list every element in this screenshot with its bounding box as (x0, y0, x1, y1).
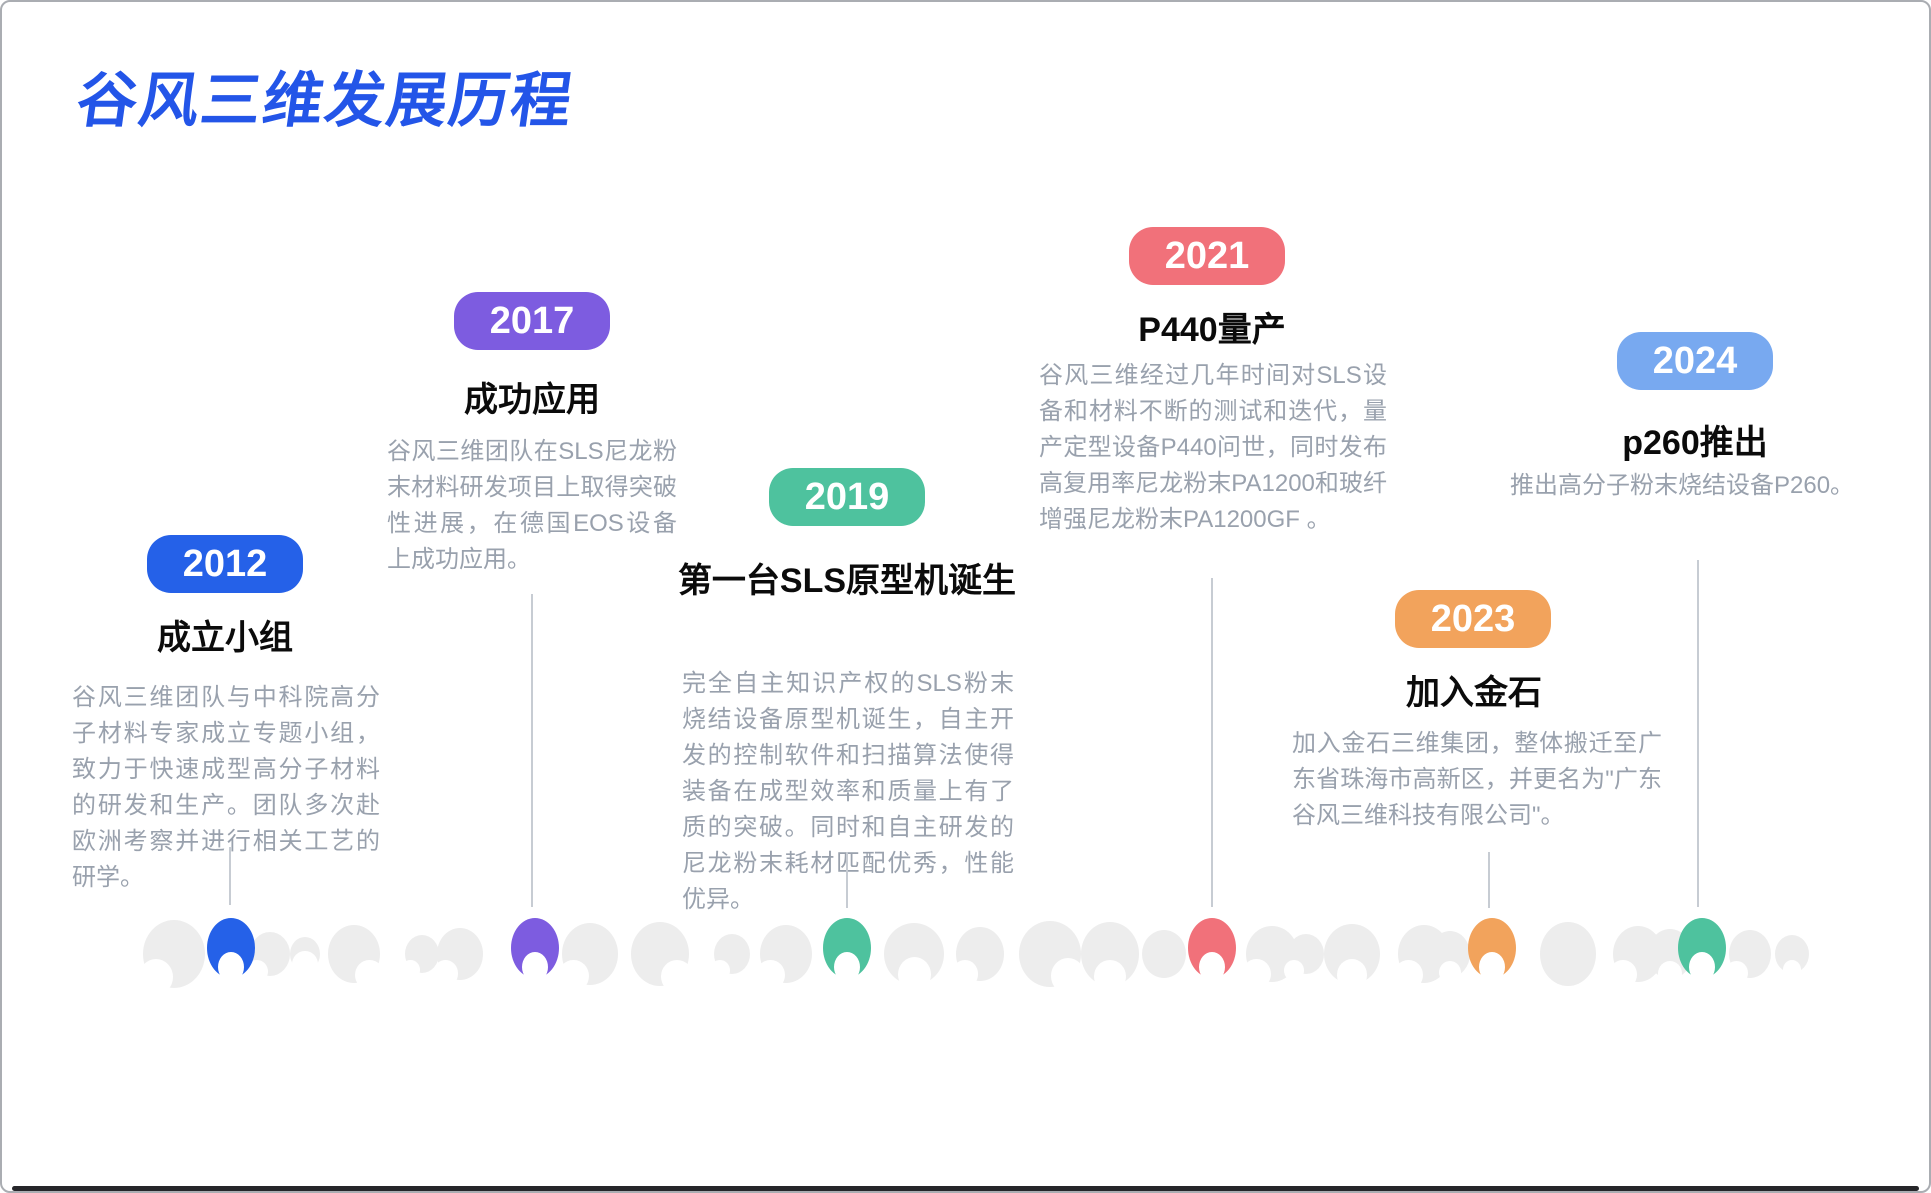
dot-hole (218, 952, 244, 982)
decor-blob (1430, 931, 1470, 984)
decor-blob (328, 925, 384, 990)
decor-blob (710, 934, 750, 981)
decor-blob-cutout (292, 951, 318, 978)
decor-blob-cutout (1336, 958, 1368, 991)
decor-blob (1081, 922, 1139, 993)
year-badge-2024: 2024 (1617, 332, 1773, 390)
year-badge-2019: 2019 (769, 468, 925, 526)
connector-line-2019 (846, 852, 848, 908)
window-bottom-edge (12, 1186, 1919, 1191)
decor-blob (756, 925, 812, 990)
decor-blob-cutout (1094, 959, 1126, 993)
year-badge-2012: 2012 (147, 535, 303, 593)
timeline-dot-2021 (1188, 918, 1236, 982)
milestone-description-2021: 谷风三维经过几年时间对SLS设备和材料不断的测试和迭代，量产定型设备P440问世… (1039, 362, 1387, 533)
decor-blob (1775, 935, 1809, 980)
decor-blob (631, 922, 693, 993)
timeline-dot-2024 (1678, 918, 1726, 982)
milestone-description-2024: 推出高分子粉末烧结设备P260。 (1510, 472, 1855, 499)
milestone-title-2017: 成功应用 (464, 381, 600, 419)
milestone-title-2019: 第一台SLS原型机诞生 (677, 562, 1017, 600)
decor-blob-cutout (139, 959, 174, 995)
decor-blob (952, 927, 1004, 988)
milestone-description-2012: 谷风三维团队与中科院高分子材料专家成立专题小组，致力于快速成型高分子材料的研发和… (72, 684, 380, 891)
decor-blob (246, 932, 290, 983)
decor-blob-cutout (433, 960, 459, 987)
decor-blob-cutout (756, 959, 785, 990)
decor-blob-cutout (1242, 958, 1271, 989)
timeline-dot-2023 (1468, 918, 1516, 982)
decor-blob (433, 928, 483, 987)
decor-blob (558, 923, 618, 992)
decor-blob-cutout (1439, 960, 1461, 984)
decor-blob-cutout (558, 959, 589, 992)
dot-hole (1479, 952, 1505, 982)
decor-blob (884, 923, 944, 992)
timeline-dot-2012 (207, 918, 255, 982)
decor-blob-cutout (952, 960, 979, 988)
timeline-dot-2017 (511, 918, 559, 982)
decor-blob (1540, 922, 1596, 986)
decor-blob-cutout (1657, 960, 1683, 986)
year-badge-2021: 2021 (1129, 227, 1285, 285)
decor-blob-cutout (401, 960, 420, 980)
dot-hole (1199, 952, 1225, 982)
timeline-dot-2019 (823, 918, 871, 982)
decor-blob (1142, 930, 1186, 978)
decor-blob-cutout (710, 960, 730, 981)
decor-blob-cutout (661, 959, 693, 993)
decor-blob (1019, 921, 1085, 994)
decor-blob-cutout (355, 959, 384, 990)
connector-line-2017 (531, 594, 533, 907)
connector-line-2021 (1211, 578, 1213, 907)
milestone-title-2023: 加入金石 (1406, 674, 1542, 712)
decor-blob-cutout (246, 959, 268, 983)
milestone-title-2012: 成立小组 (157, 619, 293, 657)
decor-blob (290, 937, 320, 978)
milestone-title-2024: p260推出 (1622, 424, 1768, 462)
connector-line-2023 (1488, 852, 1490, 908)
decor-blob-cutout (1394, 959, 1423, 990)
decor-blob-cutout (1050, 958, 1085, 994)
dot-hole (522, 952, 548, 982)
decor-blob (1324, 924, 1380, 991)
milestone-description-2023: 加入金石三维集团，整体搬迁至广东省珠海市高新区，并更名为"广东谷风三维科技有限公… (1292, 730, 1662, 829)
connector-line-2012 (229, 847, 231, 905)
page-title: 谷风三维发展历程 (72, 67, 579, 134)
decor-blob (1725, 930, 1771, 985)
decor-blob-cutout (1725, 960, 1749, 985)
connector-line-2024 (1697, 560, 1699, 907)
milestone-description-2017: 谷风三维团队在SLS尼龙粉末材料研发项目上取得突破性进展，在德国EOS设备上成功… (387, 438, 677, 573)
decor-blob-cutout (897, 957, 931, 992)
year-badge-2017: 2017 (454, 292, 610, 350)
dot-hole (1689, 952, 1715, 982)
decor-blob (1284, 934, 1324, 981)
milestone-description-2019: 完全自主知识产权的SLS粉末烧结设备原型机诞生，自主开发的控制软件和扫描算法使得… (682, 670, 1014, 913)
decor-blob-cutout (1782, 960, 1802, 980)
decor-blob-cutout (1609, 960, 1637, 989)
decor-blob-cutout (1284, 960, 1304, 981)
decor-blob (139, 920, 205, 995)
milestone-title-2021: P440量产 (1138, 311, 1286, 349)
dot-hole (834, 952, 860, 982)
year-badge-2023: 2023 (1395, 590, 1551, 648)
